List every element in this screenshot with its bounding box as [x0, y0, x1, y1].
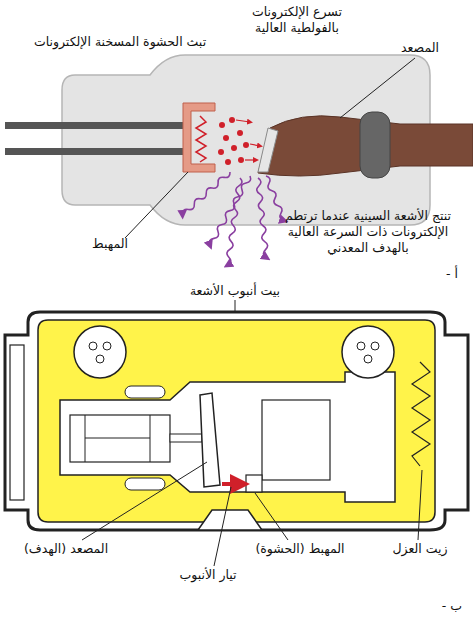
electron — [218, 149, 224, 155]
electron — [229, 117, 235, 123]
cathode-assembly — [262, 400, 330, 480]
callout-label: زيت العزل — [374, 541, 466, 557]
cable-socket — [342, 326, 394, 378]
filament — [196, 116, 206, 162]
glass-envelope — [62, 55, 430, 225]
callout-label: ب - — [435, 598, 469, 614]
callout-label: تنتج الأشعة السينية عندما ترتطم الإلكترو… — [273, 208, 463, 256]
socket-pin — [364, 355, 372, 363]
callout-label: المصعد — [380, 40, 460, 56]
socket-pin — [357, 342, 365, 350]
leader-line — [235, 300, 236, 312]
anode-disk — [200, 393, 220, 487]
leader-line — [125, 172, 188, 238]
electron-arrow — [250, 144, 260, 146]
socket-pin — [96, 355, 104, 363]
callout-label: بيت أنبوب الأشعة — [150, 283, 320, 299]
insulating-oil — [38, 320, 435, 522]
electrons — [218, 117, 249, 165]
electron-arrows — [236, 120, 260, 160]
electron-arrow — [245, 159, 256, 160]
x-ray — [181, 170, 232, 217]
current-arrow — [222, 482, 240, 486]
electron — [219, 122, 225, 128]
x-ray — [225, 178, 242, 266]
capsule — [125, 386, 165, 398]
cathode-filament — [246, 475, 262, 492]
leader-line — [340, 58, 415, 118]
tube-housing — [5, 312, 468, 530]
anode-seal — [360, 112, 390, 178]
electron — [238, 157, 244, 163]
cable-socket — [74, 326, 126, 378]
electron — [237, 130, 243, 136]
glass-tube — [60, 372, 395, 502]
electron — [231, 145, 237, 151]
expansion-bellows — [412, 362, 430, 466]
x-rays — [181, 170, 287, 265]
leader-line — [214, 487, 231, 566]
cathode-lead — [5, 148, 191, 155]
rotor — [70, 415, 170, 462]
cathode-cup — [183, 103, 215, 172]
side-panel — [10, 345, 24, 500]
cathode-lead — [5, 122, 191, 129]
leader-line — [255, 493, 288, 540]
callout-label: تبث الحشوة المسخنة الإلكترونات — [3, 34, 237, 50]
electron — [223, 135, 229, 141]
x-ray — [264, 175, 287, 221]
capsule — [125, 478, 165, 490]
callout-label: تسرع الإلكترونات بالفولطية العالية — [232, 4, 362, 36]
electron — [225, 159, 231, 165]
leader-line — [418, 470, 422, 540]
callout-label: تيار الأنبوب — [153, 567, 263, 583]
socket-pin — [89, 342, 97, 350]
electron-arrow — [236, 120, 250, 122]
anode-shaft — [170, 434, 202, 442]
callout-label: المهبط (الحشوة) — [233, 541, 367, 557]
exit-window — [198, 510, 262, 530]
socket-pin — [103, 342, 111, 350]
callout-label: أ - — [435, 266, 469, 282]
x-ray — [256, 178, 269, 258]
socket-pin — [371, 342, 379, 350]
leader-line — [82, 462, 207, 540]
electron — [243, 142, 249, 148]
callout-label: المهبط — [70, 236, 150, 252]
callout-label: المصعد (الهدف) — [3, 541, 129, 557]
rotor-line — [85, 438, 150, 439]
metal-target — [258, 128, 278, 172]
